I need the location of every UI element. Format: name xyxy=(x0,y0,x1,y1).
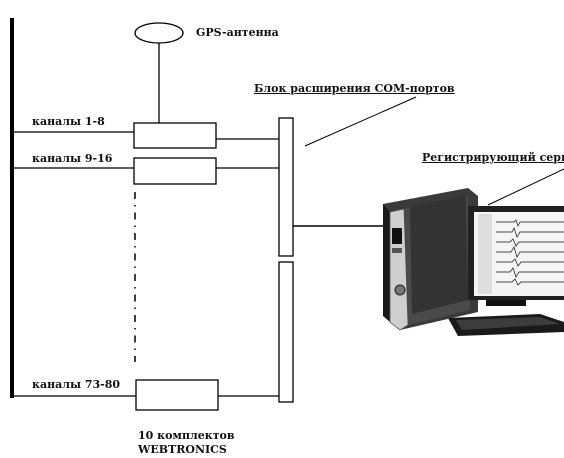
device-box-ch73-80 xyxy=(136,380,218,410)
expander-label-leader xyxy=(305,97,416,146)
com-expander-lower xyxy=(279,262,293,402)
monitor-icon xyxy=(468,206,564,306)
channel-label-1-8: каналы 1-8 xyxy=(32,115,105,128)
kits-count-label: 10 комплектов xyxy=(138,429,235,442)
server-tower-icon xyxy=(383,188,478,330)
gps-antenna-label: GPS-антенна xyxy=(196,26,279,39)
com-expander-upper xyxy=(279,118,293,256)
main-bus-line xyxy=(10,18,14,398)
gps-antenna-ellipse xyxy=(135,23,183,43)
channel-label-73-80: каналы 73-80 xyxy=(32,378,120,391)
channel-label-9-16: каналы 9-16 xyxy=(32,152,112,165)
device-box-ch1-8 xyxy=(134,123,216,148)
device-box-ch9-16 xyxy=(134,158,216,184)
server-label: Регистрирующий сервер xyxy=(422,151,564,164)
com-expander-label: Блок расширения COM-портов xyxy=(254,82,455,95)
kits-model-label: WEBTRONICS xyxy=(138,443,227,456)
server-label-leader xyxy=(488,169,564,205)
